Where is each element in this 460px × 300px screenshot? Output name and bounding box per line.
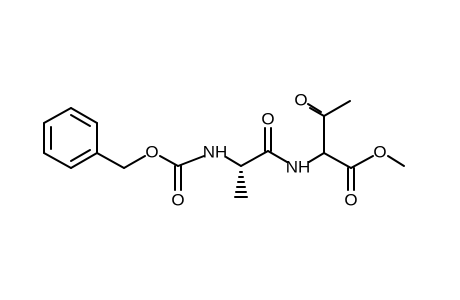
n-ch-bond (308, 152, 325, 163)
ring-double-bond (70, 149, 91, 162)
atom-o-ketone: O (294, 91, 307, 110)
benzyl-bond (96, 152, 125, 169)
ring-bond (43, 152, 72, 169)
atom-o-ester-carbonyl: O (344, 191, 357, 210)
o-c-bond (159, 155, 179, 167)
ch-ester-bond (323, 152, 352, 169)
atom-o-carbamate: O (171, 191, 184, 210)
ketone-methyl-bond (323, 100, 351, 117)
ring-bond (70, 107, 98, 124)
c-n-bond (177, 155, 205, 167)
ketone-co-double (307, 103, 322, 113)
o-methyl-bond (387, 155, 405, 167)
atom-o-amide: O (261, 110, 274, 129)
ring-bond (43, 107, 72, 124)
atom-o-methoxy: O (373, 143, 386, 162)
ring-bond (70, 152, 98, 169)
atom-nh-amide: NH (286, 158, 311, 177)
stereo-hash-wedge (234, 171, 248, 198)
atom-nh-carbamate: NH (203, 143, 228, 162)
calpha-carbonyl-bond (240, 150, 269, 167)
atom-o-ester: O (145, 143, 158, 162)
benzene-ring (43, 107, 98, 169)
ketone-co-bond (309, 107, 325, 117)
ester-o-bond (350, 155, 374, 169)
ring-double-bond (70, 114, 91, 127)
ch2-o-bond (123, 155, 146, 169)
n-calpha-bond (225, 156, 242, 167)
carbonyl-n-bond (267, 150, 288, 163)
